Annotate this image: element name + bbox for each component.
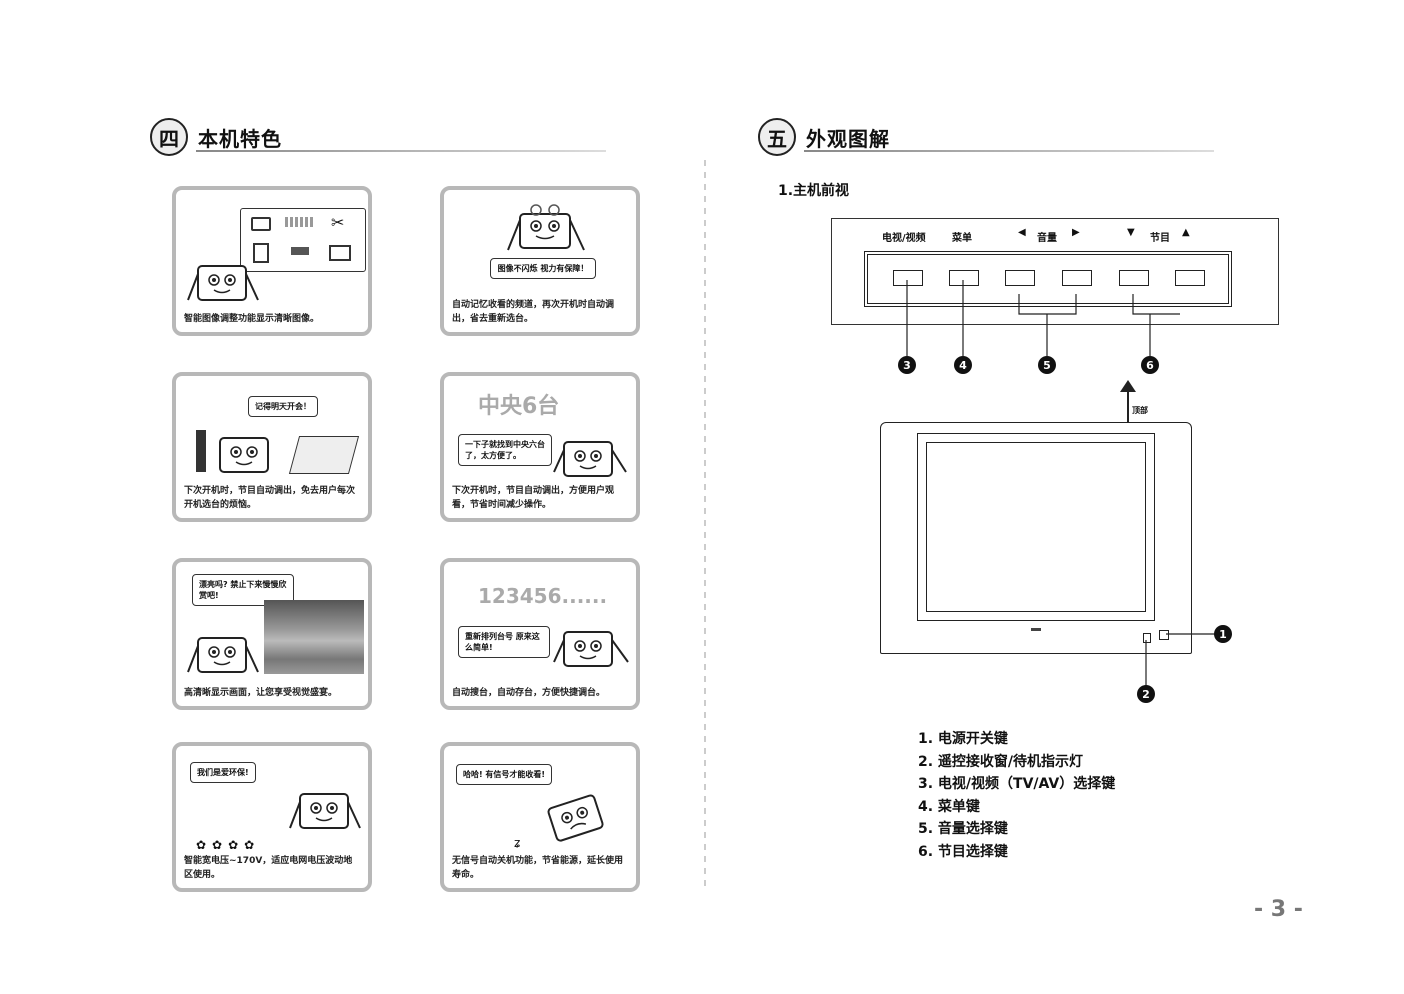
section-header-right: 五 外观图解 — [758, 118, 890, 156]
card-caption: 无信号自动关机功能，节省能源，延长使用寿命。 — [452, 856, 624, 880]
button-strip — [864, 251, 1232, 307]
tv-screen-bezel — [917, 433, 1155, 621]
section-title: 外观图解 — [806, 126, 890, 151]
parts-legend: 1. 电源开关键 2. 遥控接收窗/待机指示灯 3. 电视/视频（TV/AV）选… — [918, 728, 1115, 863]
card-caption: 高清晰显示画面，让您享受视觉盛宴。 — [184, 688, 338, 698]
speech-bubble: 一下子就找到中央六台了，太方便了。 — [458, 434, 552, 466]
tv-av-label: 电视/视频 — [882, 233, 926, 244]
card-caption: 智能宽电压~170V，适应电网电压波动地区使用。 — [184, 856, 353, 880]
tv-mascot — [219, 437, 269, 473]
tv-front-diagram — [880, 422, 1192, 654]
card-caption: 自动搜台，自动存台，方便快捷调台。 — [452, 688, 606, 698]
tv-icon — [251, 217, 271, 231]
program-up-arrow-icon: ▲ — [1182, 227, 1190, 238]
callout-number-4: 4 — [954, 356, 972, 374]
legend-item: 4. 菜单键 — [918, 798, 980, 815]
tv-mascot — [507, 204, 585, 251]
feature-card: 我们是爱环保! ✿✿✿✿ 智能宽电压~170V，适应电网电压波动地区使用。 — [172, 742, 372, 892]
top-label: 顶部 — [1132, 406, 1148, 415]
speech-bubble: 漂亮吗? 禁止下来慢慢欣赏吧! — [192, 574, 294, 606]
book-icon — [288, 436, 360, 474]
front-view-subheading: 1.主机前视 — [778, 183, 850, 199]
legend-item: 6. 节目选择键 — [918, 843, 1008, 860]
tv-av-button[interactable] — [893, 270, 923, 286]
tv-mascot — [289, 793, 361, 829]
center-divider — [704, 160, 706, 890]
feature-card: 漂亮吗? 禁止下来慢慢欣赏吧! 高清晰显示画面，让您享受视觉盛宴。 — [172, 558, 372, 710]
card-caption: 自动记忆收看的频道，再次开机时自动调出，省去重新选台。 — [452, 300, 615, 324]
section-number-badge: 五 — [758, 118, 796, 156]
card-caption: 智能图像调整功能显示清晰图像。 — [184, 314, 320, 324]
feature-card: 记得明天开会！ 下次开机时，节目自动调出，免去用户每次开机选台的烦恼。 — [172, 372, 372, 522]
speech-bubble: 哈哈! 有信号才能收看! — [456, 764, 553, 785]
flower-icons: ✿✿✿✿ — [196, 838, 261, 852]
feature-card: 中央6台 一下子就找到中央六台了，太方便了。 下次开机时，节目自动调出，方便用户… — [440, 372, 640, 522]
up-arrow-icon — [1120, 380, 1136, 424]
page-number: - 3 - — [1254, 897, 1303, 922]
volume-label: 音量 — [1037, 233, 1057, 244]
control-panel-diagram: 电视/视频 菜单 ◀ 音量 ▶ ▼ 节目 ▲ — [831, 218, 1279, 325]
callout-number-1: 1 — [1214, 625, 1232, 643]
volume-down-button[interactable] — [1005, 270, 1035, 286]
zz-icon: ʑ — [514, 836, 521, 850]
callout-number-2: 2 — [1137, 685, 1155, 703]
speech-bubble: 我们是爱环保! — [190, 762, 256, 783]
tired-tv-mascot — [547, 794, 604, 842]
legend-item: 1. 电源开关键 — [918, 731, 1008, 747]
section-number-badge: 四 — [150, 118, 188, 156]
remote-icon — [196, 430, 206, 472]
speech-bubble: 重新排列台号 原来这么简单! — [458, 626, 550, 658]
tv-mascot — [553, 441, 627, 477]
callout-lines-tv — [1145, 633, 1215, 686]
tv-mascot — [187, 637, 259, 673]
volume-up-arrow-icon: ▶ — [1072, 227, 1080, 238]
callout-number-3: 3 — [898, 356, 916, 374]
callout-number-6: 6 — [1141, 356, 1159, 374]
speech-bubble: 图像不闪烁 视力有保障！ — [490, 258, 596, 279]
power-button[interactable] — [1159, 630, 1169, 640]
menu-button[interactable] — [949, 270, 979, 286]
section-header-left: 四 本机特色 — [150, 118, 282, 156]
program-label: 节目 — [1150, 233, 1170, 244]
menu-label: 菜单 — [952, 233, 972, 244]
callout-lines — [906, 280, 1180, 356]
card-caption: 下次开机时，节目自动调出，免去用户每次开机选台的烦恼。 — [184, 486, 356, 510]
phone-icon — [253, 243, 269, 263]
text-icon — [291, 247, 309, 255]
section-title: 本机特色 — [198, 126, 282, 151]
volume-up-button[interactable] — [1062, 270, 1092, 286]
program-down-button[interactable] — [1119, 270, 1149, 286]
legend-item: 2. 遥控接收窗/待机指示灯 — [918, 753, 1084, 770]
program-up-button[interactable] — [1175, 270, 1205, 286]
feature-card: 123456...... 重新排列台号 原来这么简单! 自动搜台，自动存台，方便… — [440, 558, 640, 710]
feature-card: 哈哈! 有信号才能收看! ʑ 无信号自动关机功能，节省能源，延长使用寿命。 — [440, 742, 640, 892]
brand-logo — [1031, 628, 1041, 631]
section-underline — [196, 150, 606, 152]
speech-bubble: 记得明天开会！ — [248, 396, 318, 417]
feature-icons-panel: ✂ — [240, 208, 366, 272]
channel-numbers-text: 123456...... — [478, 584, 608, 608]
tools-icon: ✂ — [331, 213, 345, 232]
tv-mascot — [187, 265, 259, 301]
legend-item: 3. 电视/视频（TV/AV）选择键 — [918, 776, 1116, 792]
feature-card: ✂ 智能图像调整功能显示清晰图像。 — [172, 186, 372, 336]
legend-item: 5. 音量选择键 — [918, 821, 1008, 837]
callout-number-5: 5 — [1038, 356, 1056, 374]
tv-mascot — [553, 631, 629, 667]
volume-down-arrow-icon: ◀ — [1018, 227, 1026, 238]
card-caption: 下次开机时，节目自动调出，方便用户观看，节省时间减少操作。 — [452, 486, 615, 510]
feature-card: 图像不闪烁 视力有保障！ 自动记忆收看的频道，再次开机时自动调出，省去重新选台。 — [440, 186, 640, 336]
program-down-arrow-icon: ▼ — [1127, 227, 1135, 238]
channel-name-text: 中央6台 — [478, 394, 560, 419]
ir-receiver-window — [1143, 633, 1151, 643]
signal-icon — [285, 217, 313, 227]
section-underline — [804, 150, 1214, 152]
screen-icon — [329, 245, 351, 261]
tv-screen — [926, 442, 1146, 612]
landscape-photo — [264, 600, 364, 674]
